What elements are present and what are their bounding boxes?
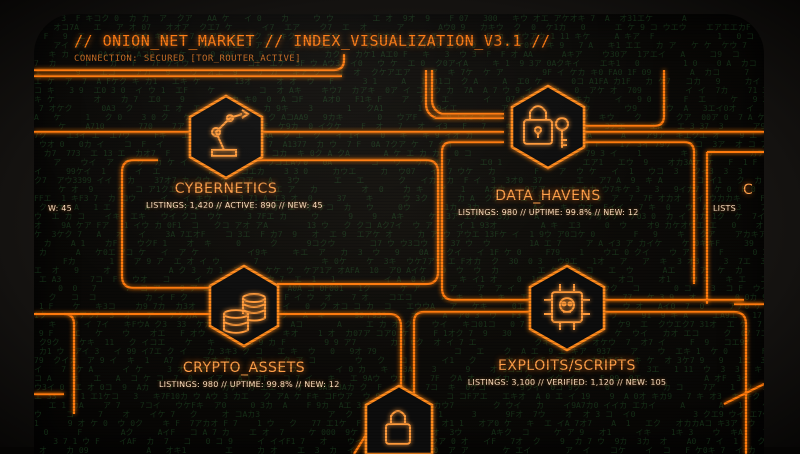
page-title: // ONION_NET_MARKET // INDEX_VISUALIZATI… bbox=[74, 32, 551, 50]
padlock-icon bbox=[385, 410, 411, 445]
node-stats: LISTINGS: 1,420 // ACTIVE: 890 // NEW: 4… bbox=[146, 201, 323, 210]
circuit-network bbox=[34, 54, 764, 454]
header: // ONION_NET_MARKET // INDEX_VISUALIZATI… bbox=[74, 32, 551, 64]
node-title: EXPLOITS/SCRIPTS bbox=[498, 358, 636, 374]
cybernetics-hexagon[interactable] bbox=[188, 94, 264, 180]
partial-bottom-hexagon[interactable] bbox=[364, 384, 434, 454]
coin-stack-icon bbox=[223, 293, 266, 334]
exploits-scripts-hexagon[interactable] bbox=[528, 264, 606, 352]
partial-right-title: C bbox=[743, 182, 754, 198]
crt-screen: ウ 3 F キコク 0 カ カ ア クア AA ケ イ 0 カ ウ ウ エ オ … bbox=[34, 14, 764, 454]
padlock-key-icon bbox=[523, 105, 569, 148]
node-cybernetics[interactable]: CYBERNETICS LISTINGS: 1,420 // ACTIVE: 8… bbox=[146, 181, 323, 210]
node-title: DATA_HAVENS bbox=[495, 188, 601, 204]
connection-status: CONNECTION: SECURED [TOR_ROUTER_ACTIVE] bbox=[74, 54, 301, 64]
data-havens-hexagon[interactable] bbox=[510, 84, 586, 170]
partial-right-stats: LISTS bbox=[713, 204, 736, 213]
node-title: CRYPTO_ASSETS bbox=[182, 360, 306, 376]
robotic-arm-icon bbox=[211, 109, 250, 157]
partial-left-stats: W: 45 bbox=[48, 204, 72, 213]
node-crypto-assets[interactable]: CRYPTO_ASSETS LISTINGS: 980 // UPTIME: 9… bbox=[159, 360, 340, 389]
circuit-traces bbox=[34, 54, 764, 454]
node-title: CYBERNETICS bbox=[174, 181, 278, 197]
node-stats: LISTINGS: 3,100 // VERIFIED: 1,120 // NE… bbox=[467, 378, 667, 387]
node-data-havens[interactable]: DATA_HAVENS LISTINGS: 980 // UPTIME: 99.… bbox=[458, 188, 638, 217]
node-exploits-scripts[interactable]: EXPLOITS/SCRIPTS LISTINGS: 3,100 // VERI… bbox=[467, 358, 667, 387]
node-stats: LISTINGS: 980 // UPTIME: 99.8% // NEW: 1… bbox=[159, 380, 340, 389]
matrix-rain-background: ウ 3 F キコク 0 カ カ ア クア AA ケ イ 0 カ ウ ウ エ オ … bbox=[34, 14, 764, 454]
node-stats: LISTINGS: 980 // UPTIME: 99.8% // NEW: 1… bbox=[458, 208, 639, 217]
skull-chip-icon bbox=[544, 284, 590, 330]
